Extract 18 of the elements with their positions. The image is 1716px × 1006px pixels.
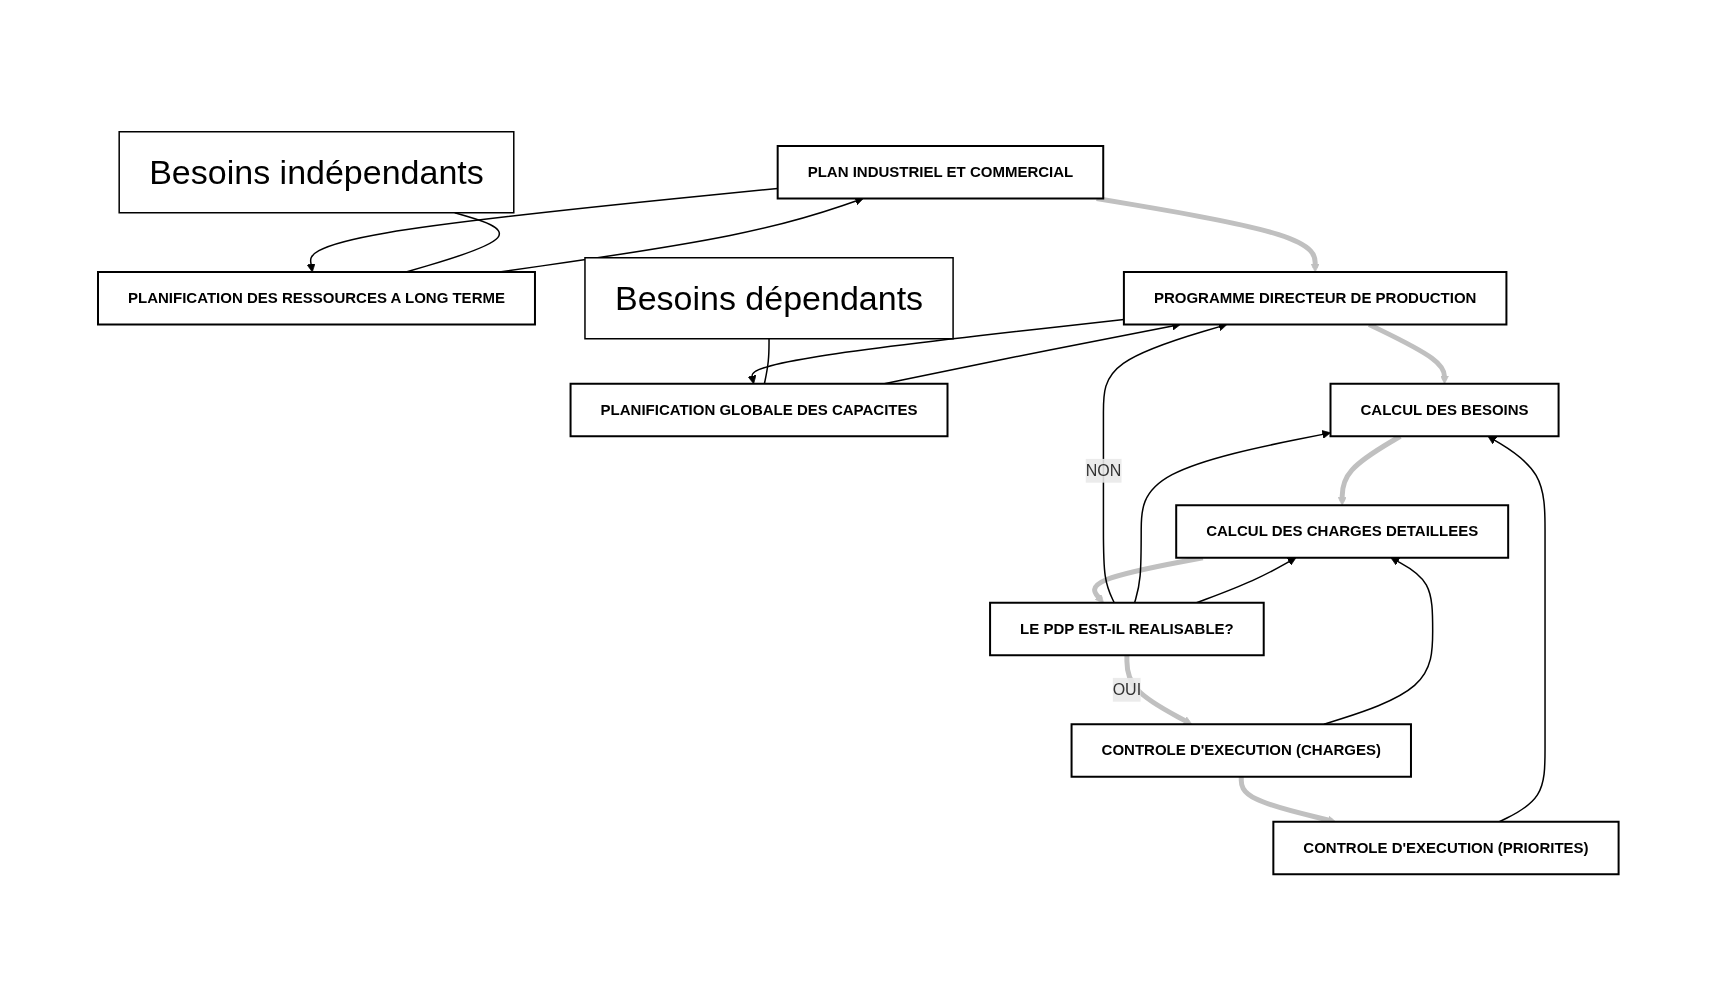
arrow	[1487, 435, 1546, 823]
edge-label: NON	[1085, 461, 1121, 479]
edge-label: OUI	[1112, 680, 1141, 698]
node-box: CONTROLE D'EXECUTION (CHARGES)	[1070, 723, 1412, 778]
node-box: CALCUL DES CHARGES DETAILLEES	[1174, 504, 1509, 559]
node-box: Besoins indépendants	[118, 131, 515, 214]
node-box: PLANIFICATION GLOBALE DES CAPACITES	[569, 382, 949, 438]
node-box: LE PDP EST-IL REALISABLE?	[988, 601, 1265, 657]
node-box: PLAN INDUSTRIEL ET COMMERCIAL	[776, 145, 1104, 200]
node-box: CONTROLE D'EXECUTION (PRIORITES)	[1272, 820, 1620, 876]
arrow	[747, 318, 1125, 385]
node-box: Besoins dépendants	[583, 257, 954, 340]
node-box: PLANIFICATION DES RESSOURCES A LONG TERME	[96, 271, 536, 326]
connector	[763, 338, 770, 385]
node-box: PROGRAMME DIRECTEUR DE PRODUCTION	[1122, 271, 1508, 326]
arrow	[1095, 196, 1320, 273]
node-box: CALCUL DES BESOINS	[1329, 382, 1560, 438]
arrow	[1133, 430, 1331, 604]
